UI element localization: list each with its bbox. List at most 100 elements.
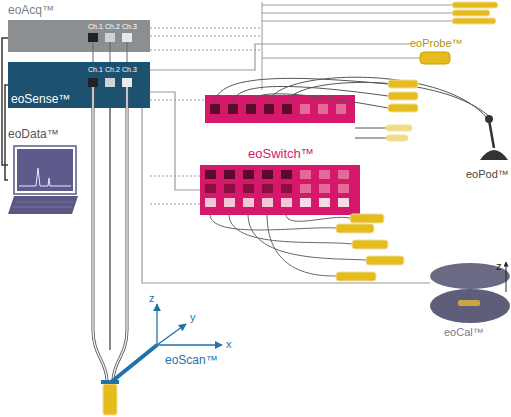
probe	[386, 80, 418, 141]
eoacq-housing	[8, 20, 150, 52]
channel-label: Ch.2	[105, 66, 120, 74]
joystick	[485, 115, 493, 123]
small-switch	[264, 104, 274, 114]
laptop	[17, 149, 73, 191]
bus-line	[150, 2, 452, 204]
axis-label: y	[190, 311, 196, 323]
product-name: eoProbe™	[410, 37, 463, 49]
joystick	[489, 120, 494, 148]
probe	[336, 272, 376, 281]
channel-label: Ch.3	[122, 66, 137, 74]
laptop	[8, 146, 78, 214]
probe	[420, 2, 498, 64]
switch-port	[281, 170, 292, 179]
switch-port	[338, 184, 349, 193]
axis-label: z	[149, 292, 155, 304]
bus-line	[262, 58, 420, 59]
switch-port	[319, 170, 330, 179]
joystick-unit: eoPod™	[466, 168, 511, 182]
probe	[366, 256, 404, 265]
eoacq-housing	[122, 33, 132, 42]
small-switch	[210, 104, 220, 114]
axes	[156, 304, 157, 345]
switch-port	[300, 170, 311, 179]
product-name: eoAcq™	[8, 4, 54, 17]
probe	[336, 224, 374, 233]
laptop	[14, 146, 76, 194]
small-switch	[246, 104, 256, 114]
switch-port	[262, 184, 273, 193]
laptop	[16, 202, 74, 203]
small-switch	[228, 104, 238, 114]
fiber-cable	[110, 42, 111, 62]
calibration-unit: eoCal™	[430, 262, 510, 342]
probe-group: eoProbe™	[410, 37, 480, 51]
eosense-housing	[8, 62, 150, 108]
axes	[157, 304, 222, 345]
eoacq-housing	[105, 33, 115, 42]
scan-probe	[103, 384, 117, 415]
small-switch	[318, 104, 328, 114]
product-name: eoSense™	[11, 93, 70, 106]
switch-port	[224, 170, 235, 179]
fiber-line	[142, 108, 430, 283]
channel-label: Ch.2	[105, 23, 120, 31]
scan-probe	[110, 345, 157, 383]
switch-port	[243, 184, 254, 193]
bus-line	[262, 2, 263, 90]
switch-port	[319, 184, 330, 193]
fiber-line	[109, 108, 110, 350]
probe	[388, 80, 418, 88]
scanner-unit: eoScan™	[95, 350, 230, 415]
axis-label: x	[226, 338, 232, 350]
switch-port	[338, 198, 349, 207]
sensing-unit: eoSense™ Ch.1Ch.2Ch.3	[8, 62, 150, 108]
fiber-cable	[113, 87, 127, 380]
product-name: eoSwitch™	[248, 147, 314, 161]
small-switch	[336, 104, 346, 114]
probe	[386, 135, 408, 141]
probe	[388, 104, 418, 112]
bus-line	[150, 28, 262, 29]
joystick	[480, 150, 508, 160]
switch-port	[262, 170, 273, 179]
channel-label: Ch.3	[122, 23, 137, 31]
eosense-housing	[8, 62, 150, 108]
switch-housing	[200, 165, 360, 215]
probe	[388, 92, 418, 100]
eosense-housing	[88, 78, 98, 87]
switch-port	[300, 184, 311, 193]
data-cable	[5, 85, 8, 180]
acquisition-unit: eoAcq™Ch.1Ch.2Ch.3	[8, 20, 150, 52]
switch-unit: eoSwitch™	[200, 165, 360, 215]
bus-line	[262, 5, 452, 6]
switch-port	[281, 184, 292, 193]
probe-cable	[267, 214, 336, 276]
probe	[386, 125, 412, 131]
axes	[157, 344, 222, 345]
axes	[157, 324, 186, 345]
probe-cable	[355, 138, 386, 139]
probe-cable	[215, 77, 491, 138]
channel-label: Ch.1	[88, 66, 103, 74]
probe-cable	[233, 86, 388, 104]
bus-line	[262, 21, 452, 22]
axis-label: z	[496, 260, 502, 272]
bus-line	[150, 204, 200, 205]
eoacq-housing	[88, 33, 98, 42]
eosense-housing	[122, 78, 132, 87]
probe-cable	[229, 214, 352, 244]
switch-port	[243, 170, 254, 179]
probe-cable	[248, 214, 366, 260]
fiber-cable	[127, 42, 128, 62]
switch-housing	[200, 165, 360, 215]
product-name: eoCal™	[444, 326, 484, 338]
eoacq-housing	[8, 20, 150, 52]
switch-port	[205, 170, 216, 179]
laptop	[13, 207, 72, 208]
probe-cable	[210, 214, 366, 276]
probe	[420, 52, 450, 64]
probe	[452, 10, 490, 16]
switch-port	[243, 198, 254, 207]
fiber-cable	[113, 87, 127, 380]
